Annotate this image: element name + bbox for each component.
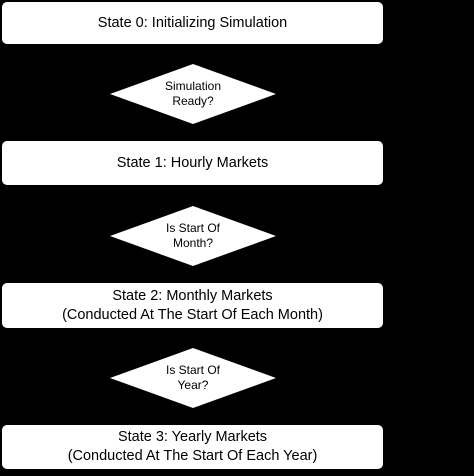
state-1-title: State 1: Hourly Markets (116, 154, 269, 171)
decision-start-of-year-label: Is Start Of Year? (110, 348, 276, 408)
decision-1-line2: Month? (172, 236, 214, 250)
decision-1-line1: Is Start Of (165, 221, 220, 235)
state-3-title: State 3: Yearly Markets (117, 429, 268, 445)
state-2-title: State 2: Monthly Markets (112, 287, 273, 304)
state-0-title: State 0: Initializing Simulation (97, 14, 288, 31)
state-2-box: State 2: Monthly Markets (Conducted At T… (2, 283, 383, 328)
decision-2-line2: Year? (177, 378, 209, 392)
state-3-box: State 3: Yearly Markets (Conducted At Th… (2, 425, 383, 469)
state-1-box: State 1: Hourly Markets (2, 141, 383, 185)
decision-start-of-month-diamond (110, 206, 276, 266)
decision-simulation-ready-diamond (110, 64, 276, 124)
state-2-subtitle: (Conducted At The Start Of Each Month) (62, 306, 323, 323)
state-3-subtitle: (Conducted At The Start Of Each Year) (67, 448, 318, 464)
decision-start-of-month-label: Is Start Of Month? (110, 206, 276, 266)
decision-simulation-ready-label: Simulation Ready? (110, 64, 276, 124)
state-0-box: State 0: Initializing Simulation (2, 2, 383, 44)
decision-0-line1: Simulation (164, 79, 222, 93)
decision-2-line1: Is Start Of (165, 363, 220, 377)
decision-0-line2: Ready? (172, 94, 214, 108)
decision-start-of-year-diamond (110, 348, 276, 408)
